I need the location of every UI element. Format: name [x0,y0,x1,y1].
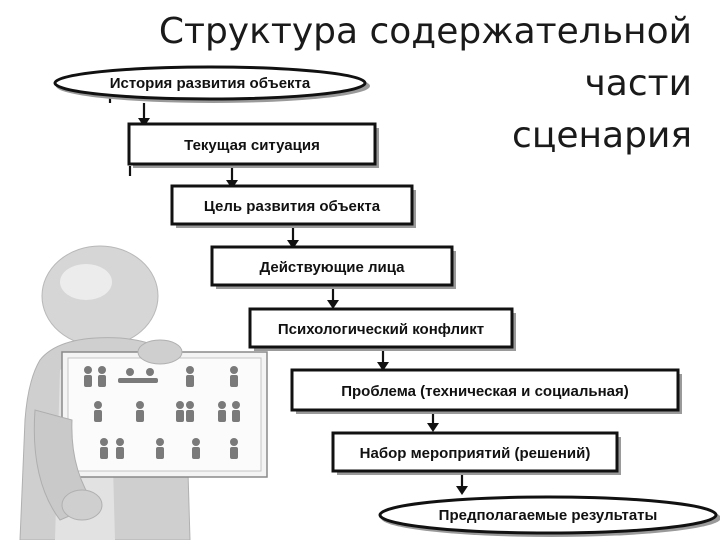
step-1: История развития объекта [53,65,370,103]
step-6: Проблема (техническая и социальная) [290,368,682,414]
step-3: Цель развития объекта [170,184,416,228]
step-2: Текущая ситуация [127,122,379,168]
slide-title: Структура содержательной части сценария [92,6,692,162]
step-6-label: Проблема (техническая и социальная) [341,383,629,400]
step-1-label: История развития объекта [110,75,311,92]
step-4: Действующие лица [210,245,456,289]
step-4-label: Действующие лица [259,259,405,276]
step-2-label: Текущая ситуация [184,137,320,154]
person-holding-board-icon [19,245,268,540]
title-line-1: Структура содержательной части [158,11,692,104]
title-line-2: сценария [512,115,692,156]
step-5: Психологический конфликт [248,307,516,351]
step-7: Набор мероприятий (решений) [331,431,621,475]
step-7-label: Набор мероприятий (решений) [360,445,591,462]
step-3-label: Цель развития объекта [204,198,381,215]
step-8: Предполагаемые результаты [378,495,720,537]
step-8-label: Предполагаемые результаты [439,507,658,524]
step-5-label: Психологический конфликт [278,321,484,338]
